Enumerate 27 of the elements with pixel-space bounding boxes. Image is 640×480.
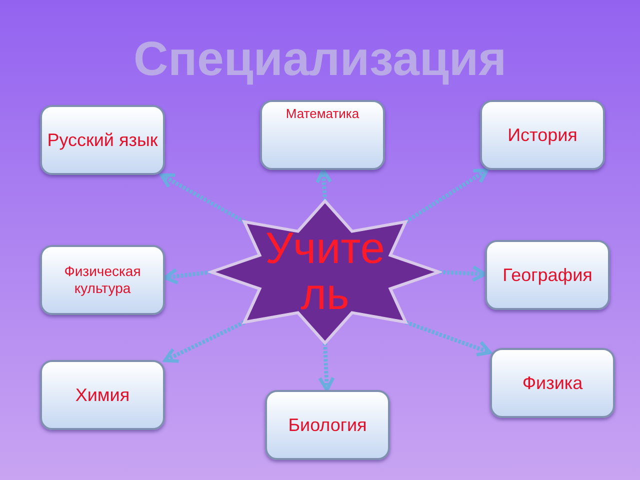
subject-box [265,390,390,460]
subject-label: Физическая культура [63,262,142,298]
subject-box [480,100,605,170]
subject-label: Математика [286,106,360,122]
dotted-arrow [404,320,492,356]
dotted-arrow [318,342,335,392]
center-label: Учитель [264,226,386,318]
subject-label: Физика [522,372,583,394]
subject-box [490,348,615,418]
dotted-arrow [160,173,246,224]
subject-label: География [502,264,592,286]
dotted-arrow [438,265,487,282]
subject-box [40,245,165,315]
subject-label: Биология [288,414,367,436]
subject-box [40,360,165,430]
dotted-arrow [316,168,332,202]
subject-label: Химия [75,384,130,406]
subject-box [40,105,165,175]
subject-label: Русский язык [47,128,158,152]
star-shape [208,198,442,346]
title: Специализация [132,32,508,87]
subject-box [485,240,610,310]
dotted-arrow [163,320,246,363]
dotted-arrow [163,268,212,285]
subject-box [260,100,385,170]
subject-label: История [508,124,578,146]
dotted-arrow [404,168,489,224]
